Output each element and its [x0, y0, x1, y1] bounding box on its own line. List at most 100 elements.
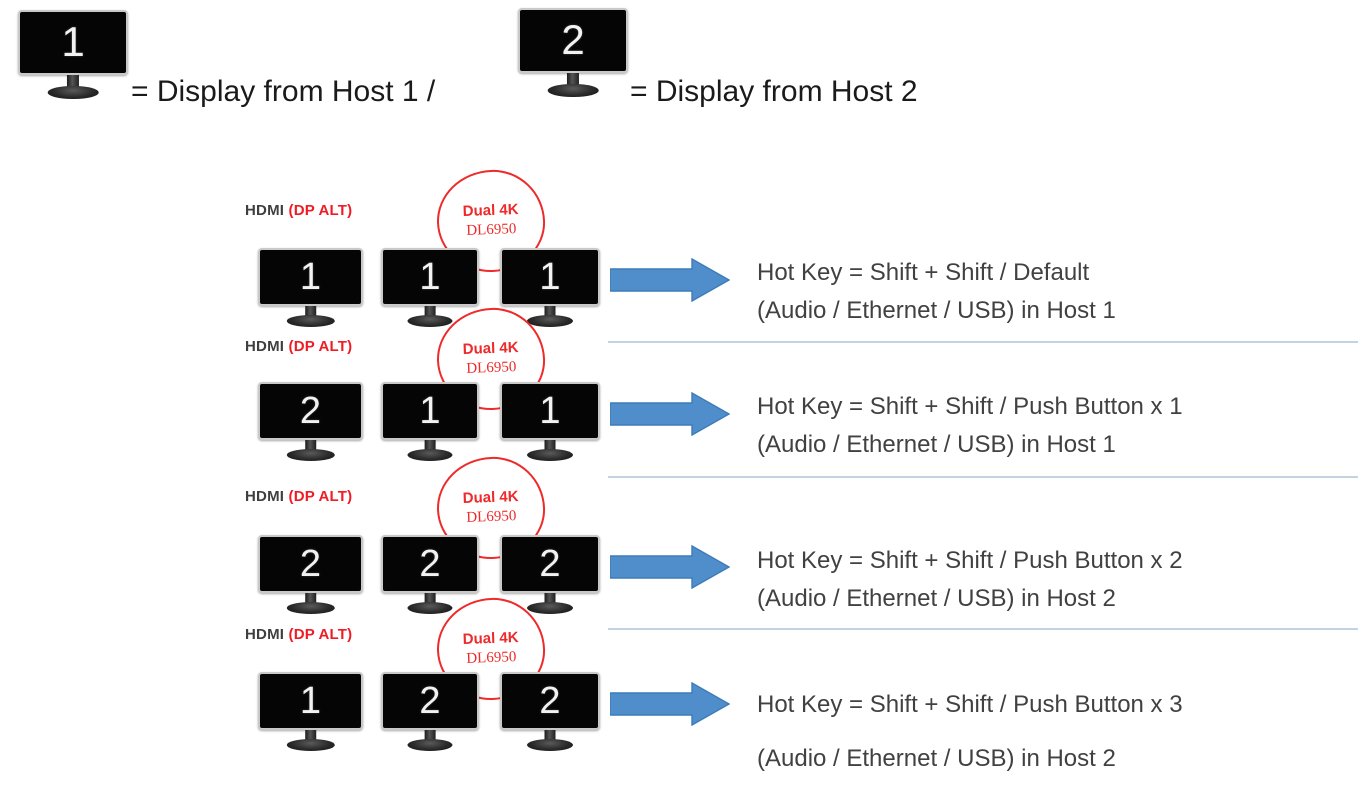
monitor-neck: [544, 439, 556, 452]
monitor-screen: 2: [518, 8, 628, 73]
annotation-line-2: DL6950: [466, 359, 517, 377]
monitor-screen-number: 1: [539, 389, 561, 432]
monitor-neck: [66, 74, 80, 89]
monitor-screen: 2: [381, 535, 479, 593]
monitor-neck: [304, 729, 317, 742]
legend-monitor-host-2: 2: [518, 8, 628, 98]
annotation-line-1: Dual 4K: [462, 629, 519, 649]
display-monitor: 2: [258, 382, 363, 462]
row-description-line-2: (Audio / Ethernet / USB) in Host 2: [757, 745, 1116, 772]
monitor-screen: 2: [500, 672, 600, 730]
display-monitor: 1: [381, 248, 479, 328]
hdmi-dpalt-label: HDMI (DP ALT): [245, 488, 352, 505]
hdmi-dpalt-label: HDMI (DP ALT): [245, 202, 352, 219]
display-monitor: 1: [258, 248, 363, 328]
monitor-neck: [304, 439, 317, 452]
monitor-neck: [544, 305, 556, 318]
annotation-line-1: Dual 4K: [462, 488, 519, 508]
row-divider: [608, 628, 1358, 630]
annotation-line-2: DL6950: [466, 508, 517, 526]
monitor-screen-number: 2: [299, 542, 322, 585]
legend-label-host-2: = Display from Host 2: [630, 75, 918, 108]
annotation-line-2: DL6950: [466, 649, 517, 667]
monitor-screen-number: 1: [539, 255, 561, 298]
monitor-screen-number: 2: [299, 389, 322, 432]
row-divider: [608, 341, 1358, 343]
hdmi-label-secondary: (DP ALT): [288, 626, 353, 643]
row-description-line-2: (Audio / Ethernet / USB) in Host 1: [757, 297, 1116, 324]
hdmi-dpalt-label: HDMI (DP ALT): [245, 338, 352, 355]
display-monitor: 2: [500, 672, 600, 752]
monitor-neck: [424, 305, 436, 318]
annotation-line-1: Dual 4K: [462, 201, 519, 221]
monitor-neck: [304, 305, 317, 318]
monitor-base: [286, 449, 335, 462]
row-description-line-2: (Audio / Ethernet / USB) in Host 1: [757, 431, 1116, 458]
monitor-screen-number: 2: [419, 679, 441, 722]
hdmi-dpalt-label: HDMI (DP ALT): [245, 626, 352, 643]
flow-arrow-icon: [610, 545, 730, 589]
hdmi-label-secondary: (DP ALT): [288, 202, 353, 219]
row-description-line-2: (Audio / Ethernet / USB) in Host 2: [757, 585, 1116, 612]
monitor-screen: 1: [258, 672, 363, 730]
monitor-screen-number: 1: [299, 255, 322, 298]
row-description-line-1: Hot Key = Shift + Shift / Push Button x …: [757, 547, 1183, 574]
display-monitor: 2: [258, 535, 363, 615]
legend-monitor-host-1: 1: [18, 10, 128, 100]
monitor-base: [286, 602, 335, 615]
monitor-screen: 2: [381, 672, 479, 730]
monitor-screen-number: 1: [299, 679, 322, 722]
flow-arrow-icon: [610, 682, 730, 726]
monitor-neck: [424, 439, 436, 452]
flow-arrow-icon: [610, 258, 730, 302]
monitor-screen: 1: [258, 248, 363, 306]
legend-row: 1 = Display from Host 1 / 2 = Display fr…: [0, 0, 1358, 130]
monitor-screen: 1: [18, 10, 128, 75]
monitor-screen-number: 1: [61, 18, 85, 66]
display-monitor: 1: [500, 248, 600, 328]
monitor-screen: 1: [381, 382, 479, 440]
display-monitor: 2: [500, 535, 600, 615]
monitor-screen: 1: [500, 248, 600, 306]
row-description-line-1: Hot Key = Shift + Shift / Push Button x …: [757, 393, 1183, 420]
annotation-line-1: Dual 4K: [462, 339, 519, 359]
row-divider: [608, 476, 1358, 478]
monitor-base: [286, 739, 335, 752]
legend-label-host-1: = Display from Host 1 /: [131, 75, 436, 108]
monitor-neck: [424, 592, 436, 605]
monitor-screen: 2: [258, 535, 363, 593]
display-monitor: 2: [381, 672, 479, 752]
monitor-base: [286, 315, 335, 328]
row-description: Hot Key = Shift + Shift / Default (Audio …: [757, 254, 1116, 330]
monitor-base: [527, 739, 573, 752]
hdmi-label-primary: HDMI: [245, 488, 289, 505]
monitor-base: [407, 602, 453, 615]
monitor-base: [47, 85, 99, 100]
monitor-screen-number: 2: [419, 542, 441, 585]
monitor-neck: [566, 72, 580, 87]
hdmi-label-primary: HDMI: [245, 338, 289, 355]
hdmi-label-primary: HDMI: [245, 202, 289, 219]
hdmi-label-secondary: (DP ALT): [288, 488, 353, 505]
monitor-neck: [544, 729, 556, 742]
display-monitor: 1: [500, 382, 600, 462]
monitor-base: [407, 315, 453, 328]
monitor-screen-number: 2: [561, 16, 585, 64]
monitor-screen: 2: [258, 382, 363, 440]
monitor-screen: 1: [381, 248, 479, 306]
monitor-base: [547, 83, 599, 98]
monitor-neck: [304, 592, 317, 605]
row-description-line-1: Hot Key = Shift + Shift / Push Button x …: [757, 691, 1183, 718]
hdmi-label-secondary: (DP ALT): [288, 338, 353, 355]
monitor-base: [527, 315, 573, 328]
display-monitor: 2: [381, 535, 479, 615]
row-description-line-1: Hot Key = Shift + Shift / Default: [757, 259, 1090, 286]
monitor-screen-number: 1: [419, 389, 441, 432]
row-description: Hot Key = Shift + Shift / Push Button x …: [757, 542, 1183, 618]
row-description: Hot Key = Shift + Shift / Push Button x …: [757, 388, 1183, 464]
monitor-base: [527, 602, 573, 615]
monitor-screen: 2: [500, 535, 600, 593]
annotation-line-2: DL6950: [466, 221, 517, 239]
monitor-screen-number: 2: [539, 679, 561, 722]
